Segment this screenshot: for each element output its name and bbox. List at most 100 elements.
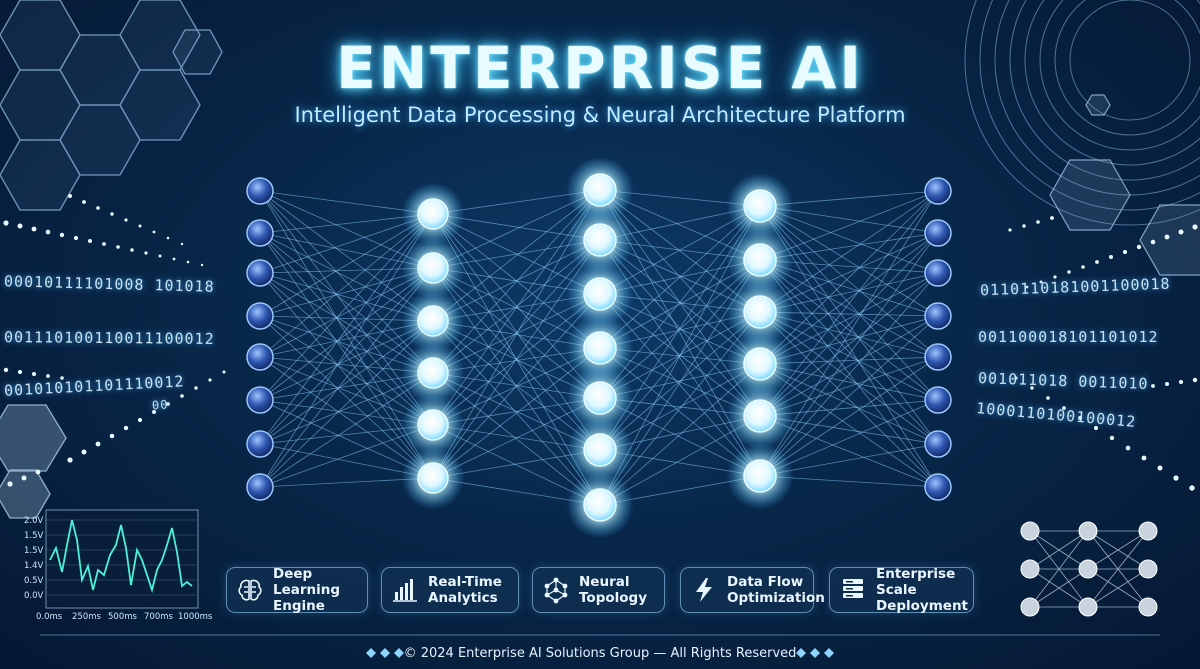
footer-diamonds-right bbox=[796, 648, 834, 658]
network-connection-0-6-2 bbox=[259, 320, 434, 445]
network-node-4-0 bbox=[924, 177, 952, 205]
network-connection-0-2-3 bbox=[259, 272, 434, 374]
network-node-2-4 bbox=[583, 381, 617, 415]
network-node-1-1 bbox=[417, 252, 449, 284]
feature-label-line2: Analytics bbox=[428, 590, 498, 606]
y-tick-4: 1.4V bbox=[24, 561, 44, 571]
network-connection-0-7-2 bbox=[259, 320, 434, 488]
network-connection-3-5-2 bbox=[759, 272, 939, 477]
network-node-4-6 bbox=[924, 430, 952, 458]
mini-node-2-0 bbox=[1138, 521, 1158, 541]
network-connection-0-0-1 bbox=[259, 190, 434, 269]
feature-label-line2: Engine bbox=[273, 598, 325, 614]
network-connection-3-3-1 bbox=[759, 232, 939, 365]
network-connection-0-5-5 bbox=[259, 399, 434, 479]
network-node-4-7 bbox=[924, 473, 952, 501]
network-connection-1-3-1 bbox=[432, 239, 601, 374]
mini-connection-0-2-0 bbox=[1029, 530, 1089, 608]
network-connection-0-0-2 bbox=[259, 190, 434, 322]
network-node-0-7 bbox=[246, 473, 274, 501]
network-node-2-6 bbox=[583, 488, 617, 522]
feature-label-line1: Neural bbox=[579, 574, 630, 590]
network-connection-2-5-2 bbox=[599, 311, 761, 451]
bar-chart-icon bbox=[393, 579, 417, 602]
network-connection-0-3-4 bbox=[259, 315, 434, 426]
network-node-1-5 bbox=[417, 462, 449, 494]
x-tick-1: 0.0ms bbox=[36, 612, 63, 622]
brain-icon bbox=[238, 579, 262, 601]
network-node-0-3 bbox=[246, 302, 274, 330]
feature-label-line1: Enterprise Scale bbox=[876, 566, 956, 598]
network-node-3-1 bbox=[743, 243, 777, 277]
network-node-4-3 bbox=[924, 302, 952, 330]
network-node-3-3 bbox=[743, 347, 777, 381]
network-node-4-4 bbox=[924, 343, 952, 371]
network-connection-3-4-1 bbox=[759, 232, 939, 417]
mini-node-1-2 bbox=[1078, 597, 1098, 617]
network-connection-0-2-5 bbox=[259, 272, 434, 479]
network-node-2-3 bbox=[583, 331, 617, 365]
network-connection-3-3-7 bbox=[759, 363, 939, 488]
network-connection-1-5-3 bbox=[432, 347, 601, 479]
mini-node-2-2 bbox=[1138, 597, 1158, 617]
network-connection-0-0-3 bbox=[259, 190, 434, 374]
network-connection-1-3-6 bbox=[432, 372, 601, 506]
y-tick-6: 0.0V bbox=[24, 591, 44, 601]
hexagon-cluster-left bbox=[0, 404, 67, 519]
feature-label-line2: Topology bbox=[579, 590, 647, 606]
waveform-frame bbox=[45, 509, 199, 609]
network-connection-0-1-3 bbox=[259, 232, 434, 374]
mini-connection-1-1-0 bbox=[1087, 530, 1149, 570]
network-node-0-2 bbox=[246, 259, 274, 287]
network-node-4-1 bbox=[924, 219, 952, 247]
network-connection-0-3-0 bbox=[259, 213, 434, 317]
network-connection-0-6-1 bbox=[259, 267, 434, 445]
network-connection-3-0-4 bbox=[759, 205, 939, 358]
network-node-0-0 bbox=[246, 177, 274, 205]
network-node-4-2 bbox=[924, 259, 952, 287]
network-connection-3-1-6 bbox=[759, 259, 939, 445]
network-node-1-4 bbox=[417, 409, 449, 441]
light-dots-left bbox=[3, 194, 226, 487]
page-title: ENTERPRISE AI bbox=[336, 34, 864, 102]
footer-copyright: © 2024 Enterprise AI Solutions Group — A… bbox=[403, 646, 797, 661]
light-dots-right bbox=[1008, 216, 1198, 491]
network-node-2-1 bbox=[583, 223, 617, 257]
y-tick-2: 1.5V bbox=[24, 531, 44, 541]
binary-stream-right-2: 001100018101101012 bbox=[978, 328, 1159, 346]
x-tick-4: 700ms bbox=[144, 612, 173, 622]
network-node-3-0 bbox=[743, 189, 777, 223]
network-connection-3-5-3 bbox=[759, 315, 939, 477]
network-connection-0-5-1 bbox=[259, 267, 434, 401]
network-node-0-5 bbox=[246, 386, 274, 414]
network-connection-1-5-2 bbox=[432, 293, 601, 479]
mini-node-0-1 bbox=[1020, 559, 1040, 579]
mini-node-1-1 bbox=[1078, 559, 1098, 579]
network-connection-3-0-3 bbox=[759, 205, 939, 317]
network-node-2-5 bbox=[583, 433, 617, 467]
network-connection-3-4-2 bbox=[759, 272, 939, 417]
waveform-line bbox=[49, 519, 193, 594]
network-node-2-2 bbox=[583, 277, 617, 311]
x-tick-3: 500ms bbox=[108, 612, 137, 622]
network-connection-0-5-0 bbox=[259, 213, 434, 401]
network-connection-0-2-4 bbox=[259, 272, 434, 426]
x-tick-5: 1000ms bbox=[178, 612, 213, 622]
network-node-0-6 bbox=[246, 430, 274, 458]
arc-rings-top-right bbox=[964, 0, 1200, 226]
network-connection-3-4-3 bbox=[759, 315, 939, 417]
mini-network-icon bbox=[1020, 521, 1158, 617]
binary-stream-left-2: 001110100110011100012 bbox=[3, 328, 215, 348]
network-node-1-0 bbox=[417, 198, 449, 230]
mini-node-0-0 bbox=[1020, 521, 1040, 541]
network-connection-3-1-4 bbox=[759, 259, 939, 358]
x-tick-2: 250ms bbox=[72, 612, 101, 622]
network-node-4-5 bbox=[924, 386, 952, 414]
